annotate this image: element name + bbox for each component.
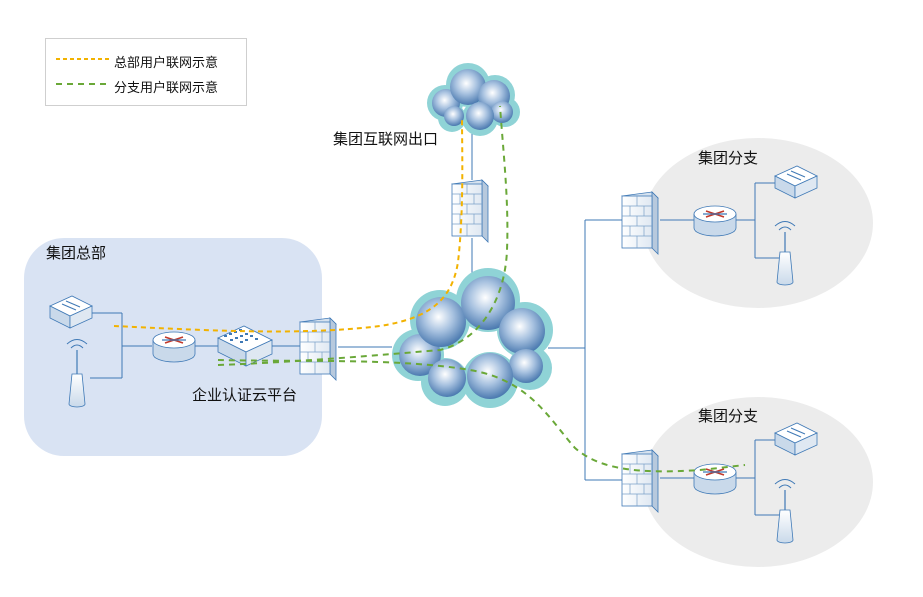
branch-top-label: 集团分支: [698, 149, 759, 167]
switch-icon: [49, 295, 93, 329]
firewall-icon: [451, 179, 489, 243]
legend-item-hq: 总部用户联网示意: [46, 50, 246, 71]
internet-exit-label: 集团互联网出口: [333, 130, 439, 148]
branch-bottom-label: 集团分支: [698, 407, 759, 425]
legend-swatch-hq: [56, 58, 110, 60]
wireless-ap-icon: [774, 479, 796, 544]
legend-item-branch: 分支用户联网示意: [46, 75, 246, 96]
legend-label-hq: 总部用户联网示意: [114, 56, 219, 71]
legend-swatch-branch: [56, 83, 110, 85]
router-icon: [693, 205, 737, 237]
firewall-icon: [621, 449, 659, 513]
wireless-ap-icon: [774, 221, 796, 286]
legend-label-branch: 分支用户联网示意: [114, 81, 219, 96]
headquarters-label: 集团总部: [46, 244, 107, 262]
firewall-icon: [621, 191, 659, 255]
hq-user-path: [113, 117, 464, 333]
internet-cloud-icon: [427, 63, 520, 136]
router-icon: [152, 331, 196, 363]
firewall-icon: [299, 317, 337, 381]
cloud-platform-label: 企业认证云平台: [192, 386, 298, 404]
core-switch-icon: [217, 325, 273, 367]
central-cloud-icon: [392, 268, 553, 408]
branch-user-path-2: [217, 359, 746, 473]
wireless-ap-icon: [66, 339, 88, 408]
switch-icon: [774, 422, 818, 456]
switch-icon: [774, 165, 818, 199]
legend: 总部用户联网示意 分支用户联网示意: [45, 38, 247, 106]
